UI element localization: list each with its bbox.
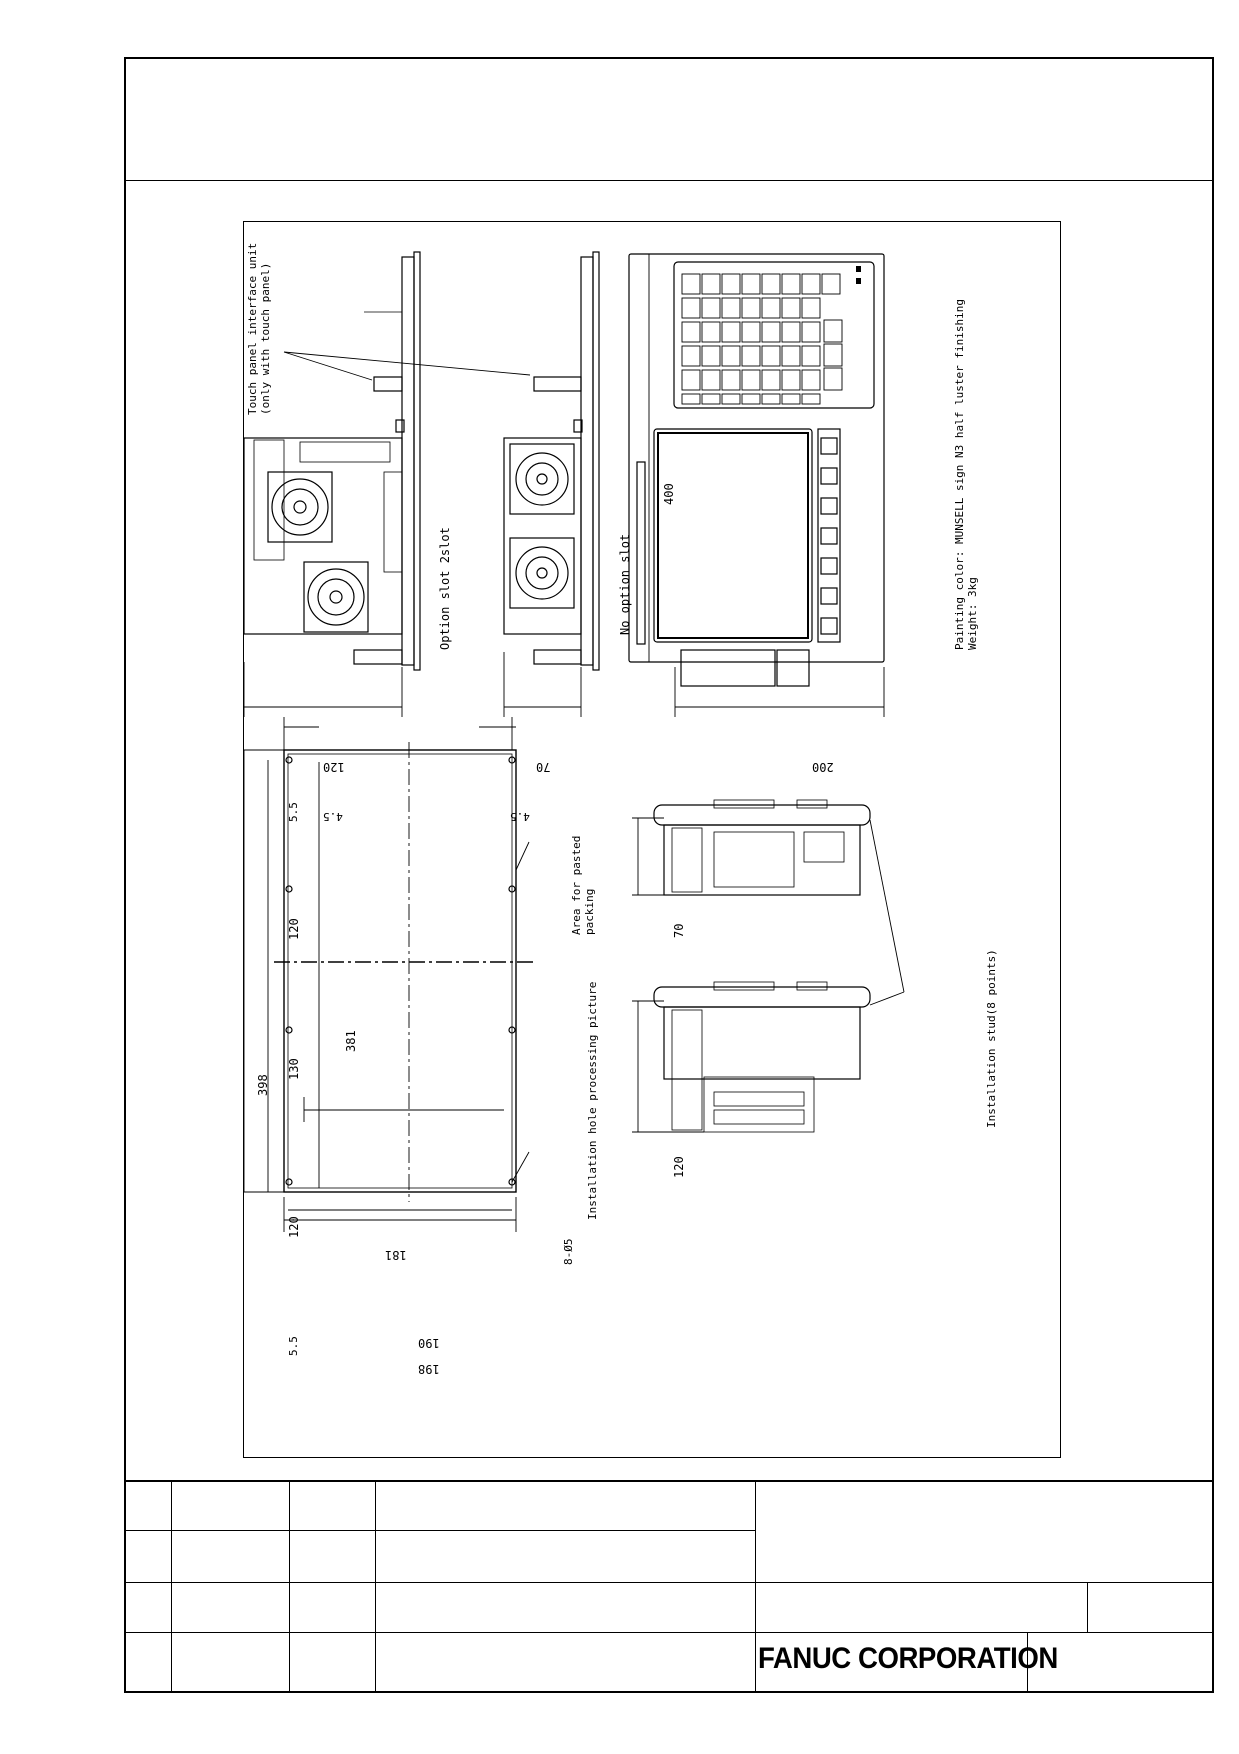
area-pasted-line2: packing <box>583 888 596 935</box>
title-block-row4 <box>125 1632 1213 1633</box>
dim-5-5-bottom: 5.5 <box>287 1336 300 1356</box>
side-view-120 <box>632 981 871 1133</box>
dim-398: 398 <box>256 1074 270 1096</box>
title-block-col5 <box>1087 1582 1088 1632</box>
title-block-row2 <box>125 1530 755 1531</box>
dim-4-5-right: 4.5 <box>510 810 530 823</box>
note-option-slot-2: Option slot 2slot <box>438 527 452 650</box>
dim-181: 181 <box>385 1248 407 1262</box>
dim-190: 190 <box>418 1336 440 1350</box>
touch-panel-line1: Touch panel interface unit <box>246 242 259 415</box>
sheet-frame <box>124 57 1214 1693</box>
dim-400: 400 <box>662 483 676 505</box>
weight: Weight: 3kg <box>966 577 979 650</box>
drawing-area <box>243 221 1061 1458</box>
dim-200: 200 <box>812 760 834 774</box>
title-block-col2 <box>289 1480 290 1692</box>
title-block-col1 <box>171 1480 172 1692</box>
dim-70-bottom: 70 <box>672 923 686 938</box>
header-divider <box>125 180 1213 181</box>
title-block-col6 <box>1027 1632 1028 1692</box>
title-block-col3 <box>375 1480 376 1692</box>
dim-130: 130 <box>287 1058 301 1080</box>
note-hole-spec: 8-Ø5 <box>562 1238 575 1266</box>
note-install-stud: Installation stud(8 points) <box>985 949 998 1128</box>
dim-4-5-left: 4.5 <box>323 810 343 823</box>
note-no-option-slot: No option slot <box>618 533 632 635</box>
area-pasted-line1: Area for pasted <box>570 835 583 935</box>
dim-5-5-top: 5.5 <box>287 802 300 822</box>
title-block-row3 <box>125 1582 1213 1583</box>
touch-panel-line2: (only with touch panel) <box>259 262 272 415</box>
dim-120-bottom: 120 <box>672 1156 686 1178</box>
dim-120-b: 120 <box>287 1216 301 1238</box>
technical-drawing <box>243 251 905 1232</box>
stud-leader-lines <box>869 819 905 1006</box>
note-install-hole: Installation hole processing picture <box>586 981 599 1220</box>
touch-panel-arrows <box>283 351 531 381</box>
dim-120-side: 120 <box>323 760 345 774</box>
note-area-pasted: Area for pasted packing <box>570 836 596 935</box>
top-dimension-lines <box>243 253 885 717</box>
dim-198: 198 <box>418 1362 440 1376</box>
side-view-70 <box>632 799 871 896</box>
dim-120-a: 120 <box>287 918 301 940</box>
note-painting: Painting color: MUNSELL sign N3 half lus… <box>953 299 979 650</box>
title-block-top <box>125 1480 1213 1482</box>
dim-381: 381 <box>344 1030 358 1052</box>
side-view-option-slot-2 <box>243 251 421 671</box>
note-touch-panel: Touch panel interface unit (only with to… <box>246 243 272 415</box>
company-name: FANUC CORPORATION <box>758 1642 1058 1675</box>
front-view <box>628 253 885 687</box>
title-block-col4 <box>755 1480 756 1692</box>
side-view-no-option-slot <box>503 251 600 671</box>
dim-70-side: 70 <box>536 760 551 774</box>
painting-color: Painting color: MUNSELL sign N3 half lus… <box>953 299 966 650</box>
installation-hole-picture <box>243 717 534 1232</box>
